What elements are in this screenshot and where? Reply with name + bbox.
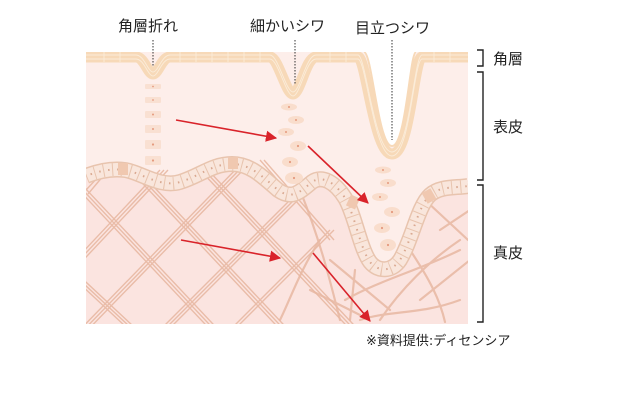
- arrow-fine-to-prominent: [307, 145, 369, 204]
- arrow-dermis-2: [312, 252, 371, 322]
- label-epidermis: 表皮: [493, 118, 524, 136]
- arrow-fold-to-fine: [175, 119, 278, 142]
- stratum-corneum-band: [86, 52, 468, 160]
- label-stratum-corneum: 角層: [493, 50, 524, 68]
- label-fine-wrinkle: 細かいシワ: [250, 17, 326, 35]
- bracket-epidermis: [477, 71, 484, 181]
- label-stratum-corneum-fold: 角層折れ: [118, 17, 179, 35]
- source-credit: ※資料提供:ディセンシア: [366, 334, 511, 349]
- label-pointer-lines: [152, 40, 393, 140]
- label-prominent-wrinkle: 目立つシワ: [355, 19, 431, 37]
- collagen-fibers: [86, 159, 354, 324]
- bracket-corneum: [477, 49, 484, 67]
- arrow-dermis-1: [180, 239, 282, 262]
- bracket-dermis: [477, 184, 484, 323]
- progression-arrows: [175, 119, 371, 322]
- layer-brackets: [477, 49, 484, 323]
- label-dermis: 真皮: [493, 244, 524, 262]
